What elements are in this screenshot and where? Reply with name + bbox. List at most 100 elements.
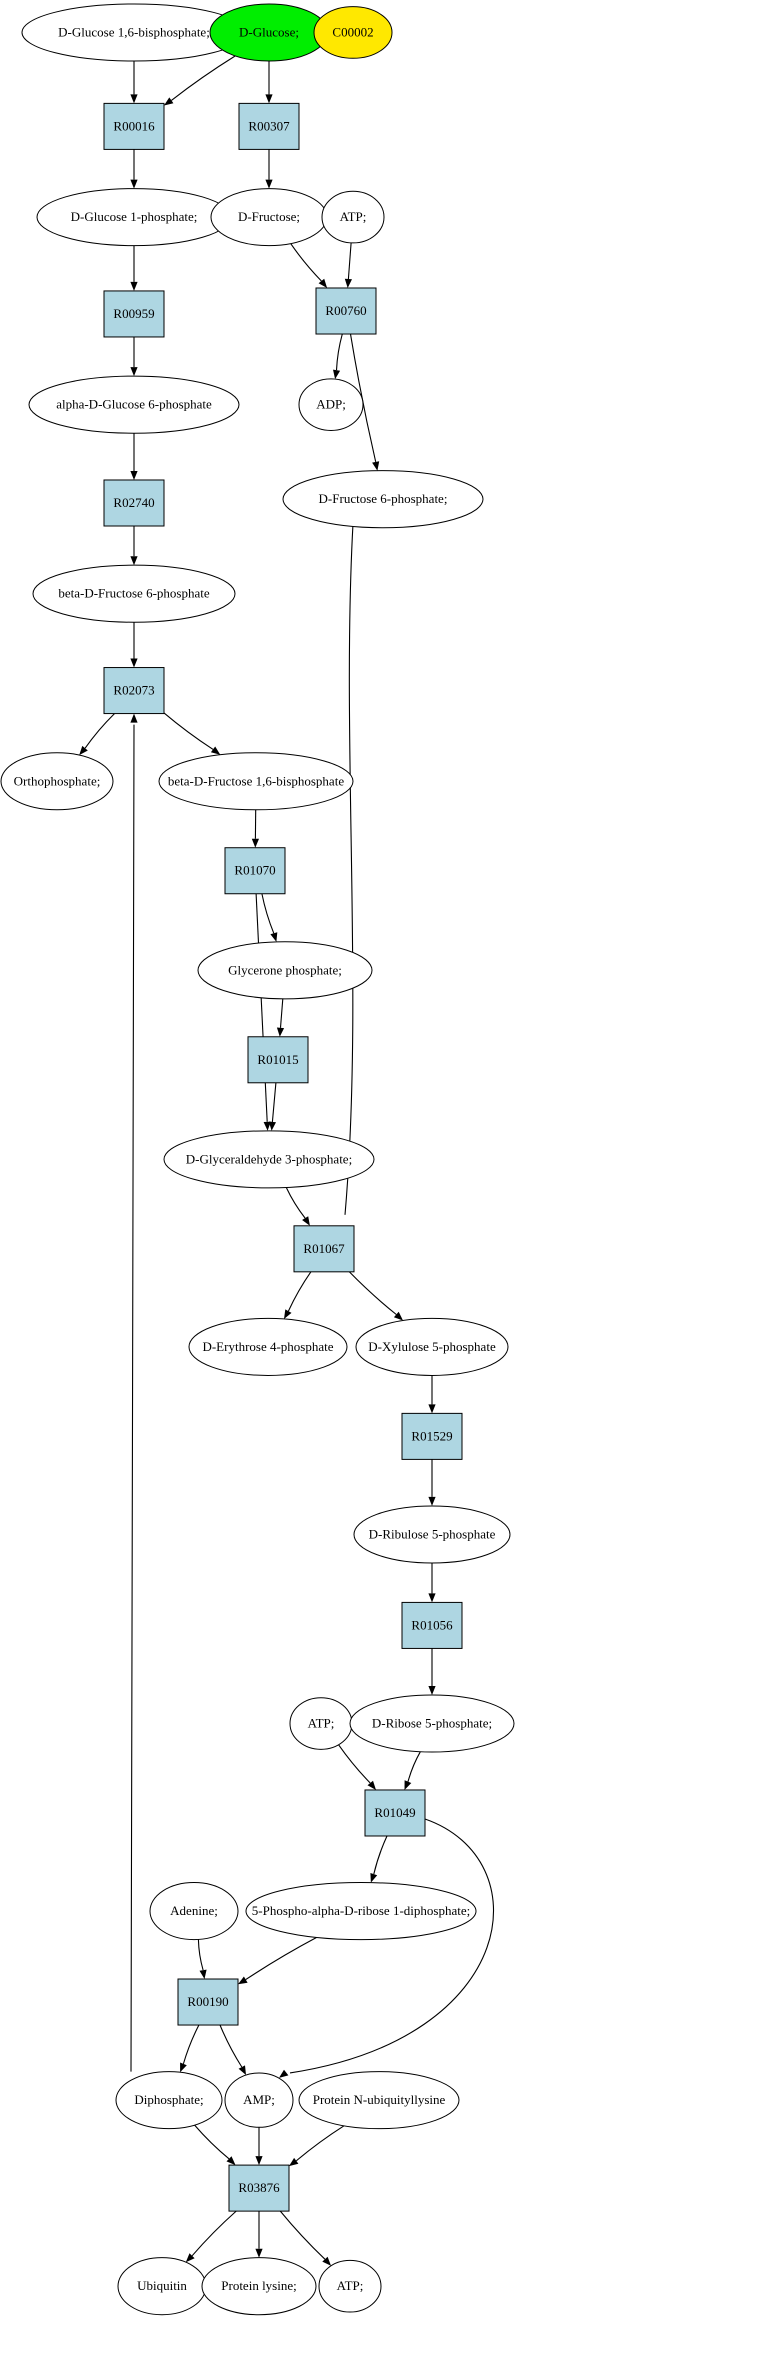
compound-node[interactable]: ATP; — [289, 1697, 353, 1750]
edge-arrowhead — [238, 2065, 246, 2075]
compound-node[interactable]: ADP; — [298, 378, 364, 431]
reaction-node[interactable]: R00016 — [103, 102, 165, 150]
reaction-node[interactable]: R00959 — [103, 290, 165, 338]
reaction-node[interactable]: R01529 — [401, 1412, 463, 1460]
reaction-label: R00016 — [113, 118, 155, 133]
edge-arrowhead — [367, 1780, 376, 1790]
edge-arrowhead — [268, 1121, 276, 1131]
reaction-node[interactable]: R02740 — [103, 479, 165, 527]
edge-arrowhead — [428, 1496, 436, 1506]
edge-arrowhead — [255, 2248, 263, 2258]
edge-layer — [79, 55, 495, 2266]
compound-node[interactable]: Glycerone phosphate; — [197, 941, 373, 1000]
edge-arrowhead — [130, 94, 138, 104]
pathway-edge — [197, 1939, 204, 1971]
pathway-edge — [290, 243, 322, 282]
reaction-rect — [228, 2164, 290, 2212]
reaction-node[interactable]: R01056 — [401, 1601, 463, 1649]
compound-node[interactable]: Diphosphate; — [115, 2071, 223, 2130]
compound-label: D-Fructose; — [238, 209, 300, 224]
reaction-label: R01070 — [234, 863, 275, 878]
edge-arrowhead — [322, 2256, 331, 2266]
compound-node[interactable]: D-Xylulose 5-phosphate — [355, 1317, 509, 1376]
compound-node[interactable]: beta-D-Fructose 1,6-bisphosphate — [158, 752, 354, 811]
compound-ellipse — [282, 470, 484, 529]
pathway-edge — [348, 1271, 397, 1315]
reaction-node[interactable]: R01015 — [247, 1036, 309, 1084]
compound-label: D-Erythrose 4-phosphate — [202, 1339, 333, 1354]
reaction-node[interactable]: R01067 — [293, 1225, 355, 1273]
compound-node[interactable]: D-Fructose 6-phosphate; — [282, 470, 484, 529]
pathway-edge — [279, 2210, 326, 2260]
compound-node[interactable]: Ubiquitin — [117, 2257, 207, 2316]
compound-node[interactable]: AMP; — [224, 2072, 294, 2128]
reaction-node[interactable]: R00760 — [315, 287, 377, 335]
compound-node[interactable]: D-Glyceraldehyde 3-phosphate; — [163, 1130, 375, 1189]
compound-ellipse — [32, 564, 236, 623]
edge-arrowhead — [263, 1121, 271, 1131]
reaction-label: R03876 — [238, 2180, 280, 2195]
compound-node[interactable]: D-Ribose 5-phosphate; — [349, 1694, 515, 1753]
compound-label: D-Xylulose 5-phosphate — [368, 1339, 496, 1354]
compound-node[interactable]: Protein N-ubiquityllysine — [298, 2071, 460, 2130]
compound-node[interactable]: C00002 — [313, 6, 393, 59]
compound-ellipse — [245, 1882, 477, 1941]
edge-arrowhead — [333, 369, 341, 380]
compound-ellipse — [197, 941, 373, 1000]
edge-arrowhead — [130, 556, 138, 566]
reaction-label: R00307 — [248, 118, 290, 133]
compound-node[interactable]: D-Erythrose 4-phosphate — [188, 1317, 348, 1376]
compound-node[interactable]: Orthophosphate; — [0, 752, 114, 811]
compound-node[interactable]: Adenine; — [149, 1882, 239, 1941]
compound-label: D-Glucose; — [239, 24, 299, 39]
compound-node[interactable]: D-Glucose 1-phosphate; — [36, 188, 232, 247]
edge-arrowhead — [428, 1686, 436, 1695]
pathway-edge — [338, 1744, 371, 1784]
reaction-node[interactable]: R01049 — [364, 1789, 426, 1837]
edge-arrowhead — [180, 2062, 187, 2073]
edge-arrowhead — [265, 94, 273, 104]
compound-label: Diphosphate; — [134, 2092, 203, 2107]
pathway-edge — [287, 1271, 312, 1312]
reaction-label: R02073 — [113, 683, 154, 698]
compound-label: Ubiquitin — [137, 2278, 187, 2293]
reaction-rect — [103, 667, 165, 715]
reaction-node[interactable]: R02073 — [103, 667, 165, 715]
compound-node[interactable]: Protein lysine; — [201, 2257, 317, 2316]
compound-node[interactable]: D-Glucose; — [209, 3, 329, 62]
compound-node[interactable]: beta-D-Fructose 6-phosphate — [32, 564, 236, 623]
pathway-edge — [245, 1936, 317, 1981]
compound-label: C00002 — [332, 24, 373, 39]
reaction-node[interactable]: R03876 — [228, 2164, 290, 2212]
edge-arrowhead — [284, 1309, 292, 1319]
compound-ellipse — [313, 6, 393, 59]
compound-ellipse — [224, 2072, 294, 2128]
compound-node[interactable]: D-Glucose 1,6-bisphosphate; — [21, 3, 247, 62]
compound-node[interactable]: ATP; — [321, 190, 385, 244]
pathway-edge — [344, 523, 354, 1215]
reaction-rect — [247, 1036, 309, 1084]
reaction-node[interactable]: R00190 — [177, 1978, 239, 2026]
compound-label: Protein N-ubiquityllysine — [313, 2092, 446, 2107]
reaction-node[interactable]: R00307 — [238, 102, 300, 150]
compound-node[interactable]: ATP; — [318, 2259, 382, 2313]
compound-node[interactable]: alpha-D-Glucose 6-phosphate — [28, 375, 240, 434]
edge-arrowhead — [226, 2156, 236, 2166]
compound-node[interactable]: D-Ribulose 5-phosphate — [353, 1505, 511, 1564]
compound-label: D-Fructose 6-phosphate; — [319, 491, 448, 506]
pathway-edge — [255, 893, 268, 1122]
reaction-rect — [103, 290, 165, 338]
pathway-edge — [285, 1187, 306, 1219]
pathway-edge — [261, 893, 275, 934]
edge-arrowhead — [130, 658, 138, 668]
pathway-edge — [84, 713, 115, 749]
reaction-node[interactable]: R01070 — [224, 847, 286, 895]
compound-label: ATP; — [340, 209, 367, 224]
compound-label: D-Ribose 5-phosphate; — [372, 1715, 492, 1730]
compound-node[interactable]: D-Fructose; — [210, 188, 328, 247]
reaction-label: R00760 — [325, 303, 366, 318]
compound-ellipse — [188, 1317, 348, 1376]
reaction-rect — [293, 1225, 355, 1273]
compound-ellipse — [28, 375, 240, 434]
compound-node[interactable]: 5-Phospho-alpha-D-ribose 1-diphosphate; — [245, 1882, 477, 1941]
